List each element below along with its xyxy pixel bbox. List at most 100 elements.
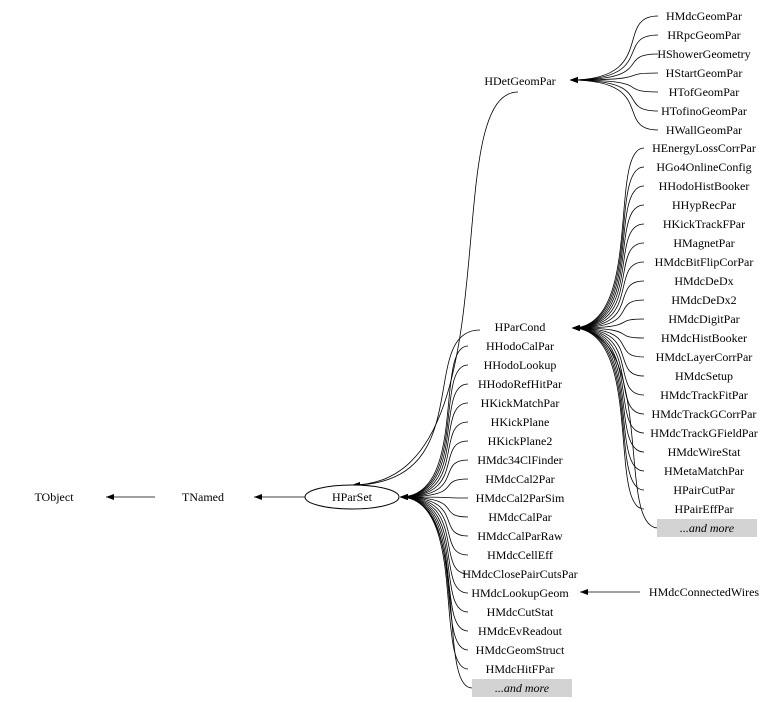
edge-hpaireffpar-to-hparcond <box>571 325 645 510</box>
edge-hparcond-to-hparset <box>351 329 481 488</box>
edge-hmdctrackfitpar-to-hparcond <box>571 325 645 396</box>
node-hparset[interactable]: HParSet <box>332 490 373 504</box>
edge-hmdccalparraw-to-hparset <box>399 494 469 537</box>
node-hmdctrackgcorrpar[interactable]: HMdcTrackGCorrPar <box>652 407 757 421</box>
edge-hmdcclosepaircutspar-to-hparset <box>399 494 469 575</box>
edge-hmdchistbooker-to-hparcond <box>571 325 645 339</box>
edge-hmdcdedx2-to-hparcond <box>571 299 645 331</box>
node-hmdcclosepaircutspar[interactable]: HMdcClosePairCutsPar <box>462 567 577 581</box>
edge-hmdctrackgcorrpar-to-hparcond <box>571 325 645 415</box>
node-hparcond[interactable]: HParCond <box>495 320 546 334</box>
node-hmdcdedx2[interactable]: HMdcDeDx2 <box>671 293 736 307</box>
node-hmdccelleff[interactable]: HMdcCellEff <box>487 548 553 562</box>
node-hkickplane2[interactable]: HKickPlane2 <box>488 434 553 448</box>
edge-hmdclayercorrpar-to-hparcond <box>571 325 645 358</box>
edge-hmdcdigitpar-to-hparcond <box>571 318 645 331</box>
parcond-more[interactable]: ...and more <box>680 521 735 535</box>
edge-hmdcevreadout-to-hparset <box>399 494 469 632</box>
edge-htofinogeompar-to-hdetgeompar <box>569 77 659 112</box>
edge-hkickplane2-to-hparset <box>399 440 469 500</box>
node-hrpcgeompar[interactable]: HRpcGeomPar <box>667 28 740 42</box>
edge-hhyprecpar-to-hparcond <box>571 204 645 331</box>
node-hmdcwirestat[interactable]: HMdcWireStat <box>668 445 741 459</box>
node-hmdcgeomstruct[interactable]: HMdcGeomStruct <box>476 643 565 657</box>
inheritance-edges <box>106 15 659 689</box>
node-htofgeompar[interactable]: HTofGeomPar <box>669 85 739 99</box>
parcond-more-box <box>657 519 757 537</box>
node-hkickplane[interactable]: HKickPlane <box>491 415 550 429</box>
node-hmdctrackfitpar[interactable]: HMdcTrackFitPar <box>660 388 748 402</box>
edge-hmdccutstat-to-hparset <box>399 494 469 613</box>
edge-henergylosscorrpar-to-hparcond <box>571 147 645 331</box>
node-hpaireffpar[interactable]: HPairEffPar <box>674 502 733 516</box>
node-hkicktrackfpar[interactable]: HKickTrackFPar <box>663 217 745 231</box>
node-hmdc34clfinder[interactable]: HMdc34ClFinder <box>477 453 562 467</box>
node-hmdccutstat[interactable]: HMdcCutStat <box>487 605 554 619</box>
edge-hhodocalpar-to-hparset <box>399 345 469 500</box>
node-hmagnetpar[interactable]: HMagnetPar <box>673 236 734 250</box>
node-hmdclayercorrpar[interactable]: HMdcLayerCorrPar <box>656 350 753 364</box>
edge-hmdcgeomstruct-to-hparset <box>399 494 469 651</box>
node-hmdchistbooker[interactable]: HMdcHistBooker <box>661 331 747 345</box>
node-hmdcsetup[interactable]: HMdcSetup <box>675 369 733 383</box>
node-tnamed[interactable]: TNamed <box>182 490 224 504</box>
node-htofinogeompar[interactable]: HTofinoGeomPar <box>661 104 747 118</box>
node-hmdcgeompar[interactable]: HMdcGeomPar <box>666 9 742 23</box>
node-hparset-ellipse[interactable] <box>304 484 400 510</box>
edge-hkicktrackfpar-to-hparcond <box>571 223 645 331</box>
edge-hmdc34clfinder-to-hparset <box>399 459 469 500</box>
node-hmdcbitflipcorpar[interactable]: HMdcBitFlipCorPar <box>655 255 754 269</box>
edge-hpaircutpar-to-hparcond <box>571 325 645 491</box>
node-hhodorefhitpar[interactable]: HHodoRefHitPar <box>478 377 562 391</box>
node-hpaircutpar[interactable]: HPairCutPar <box>673 483 734 497</box>
node-hhodohistbooker[interactable]: HHodoHistBooker <box>659 179 750 193</box>
edge-parset-more-to-hparset <box>399 494 473 689</box>
node-hkickmatchpar[interactable]: HKickMatchPar <box>481 396 560 410</box>
edge-hmdcdedx-to-hparcond <box>571 280 645 331</box>
class-nodes: TObject TNamed HParSet HDetGeomPar HParC… <box>34 9 759 697</box>
node-hdetgeompar[interactable]: HDetGeomPar <box>484 74 555 88</box>
node-hgo4onlineconfig[interactable]: HGo4OnlineConfig <box>656 160 751 174</box>
edge-hmdccal2parsim-to-hparset <box>399 494 469 501</box>
edge-hhodohistbooker-to-hparcond <box>571 185 645 331</box>
node-hmdccal2par[interactable]: HMdcCal2Par <box>485 472 554 486</box>
node-hmdcevreadout[interactable]: HMdcEvReadout <box>478 624 563 638</box>
node-hstartgeompar[interactable]: HStartGeomPar <box>666 66 743 80</box>
edge-hkickplane-to-hparset <box>399 421 469 500</box>
edge-hmdclookupgeom-to-hparset <box>399 494 469 594</box>
node-hwallgeompar[interactable]: HWallGeomPar <box>666 123 742 137</box>
edge-hmdccelleff-to-hparset <box>399 494 469 556</box>
node-hmdccal2parsim[interactable]: HMdcCal2ParSim <box>476 491 565 505</box>
node-hmdccalparraw[interactable]: HMdcCalParRaw <box>477 529 563 543</box>
edge-hmdcgeompar-to-hdetgeompar <box>569 15 659 83</box>
edge-hdetgeompar-to-hparset <box>351 91 519 488</box>
edge-hgo4onlineconfig-to-hparcond <box>571 166 645 331</box>
node-hmdcconnectedwires[interactable]: HMdcConnectedWires <box>649 585 759 599</box>
edge-hshowergeometry-to-hdetgeompar <box>569 53 659 83</box>
edge-hmdccal2par-to-hparset <box>399 478 469 500</box>
edge-hmagnetpar-to-hparcond <box>571 242 645 331</box>
node-hhodolookup[interactable]: HHodoLookup <box>484 358 557 372</box>
node-hmdccalpar[interactable]: HMdcCalPar <box>488 510 551 524</box>
edge-hkickmatchpar-to-hparset <box>399 402 469 500</box>
node-hshowergeometry[interactable]: HShowerGeometry <box>657 47 750 61</box>
node-hmdclookupgeom[interactable]: HMdcLookupGeom <box>471 586 569 600</box>
edge-hhodolookup-to-hparset <box>399 364 469 500</box>
node-hmdchitfpar[interactable]: HMdcHitFPar <box>486 662 555 676</box>
edge-htofgeompar-to-hdetgeompar <box>569 77 659 93</box>
node-tobject[interactable]: TObject <box>34 490 74 504</box>
node-hmdctrackgfieldpar[interactable]: HMdcTrackGFieldPar <box>650 426 758 440</box>
edge-parcond-more-to-hparcond <box>571 325 659 529</box>
node-hmetamatchpar[interactable]: HMetaMatchPar <box>664 464 744 478</box>
edge-hmdcsetup-to-hparcond <box>571 325 645 377</box>
edge-hmdcbitflipcorpar-to-hparcond <box>571 261 645 331</box>
parset-more-box <box>472 679 572 697</box>
edge-hstartgeompar-to-hdetgeompar <box>569 72 659 83</box>
node-hhodocalpar[interactable]: HHodoCalPar <box>486 339 554 353</box>
node-hhyprecpar[interactable]: HHypRecPar <box>672 198 736 212</box>
node-henergylosscorrpar[interactable]: HEnergyLossCorrPar <box>652 141 756 155</box>
parset-more[interactable]: ...and more <box>495 681 550 695</box>
node-hmdcdigitpar[interactable]: HMdcDigitPar <box>668 312 739 326</box>
node-hmdcdedx[interactable]: HMdcDeDx <box>674 274 733 288</box>
